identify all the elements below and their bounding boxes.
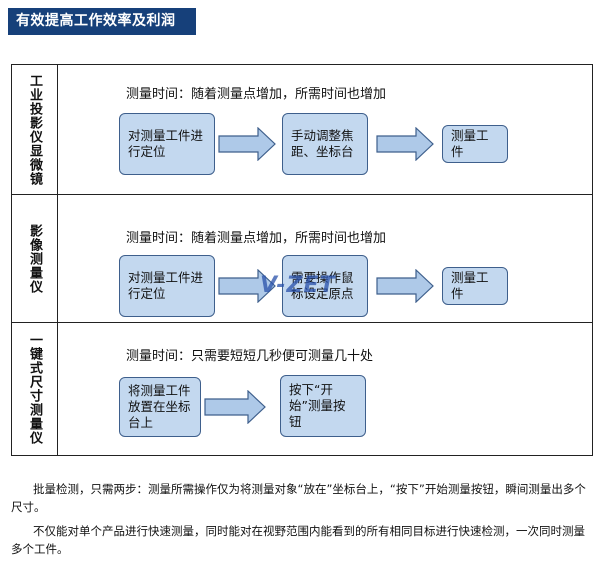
- flow-step-box: 对测量工件进行定位: [119, 255, 215, 317]
- flow-step-text: 手动调整焦距、坐标台: [291, 128, 354, 159]
- row-label: 工业投影仪显微镜: [27, 73, 42, 186]
- section-title: 有效提高工作效率及利润: [8, 8, 196, 35]
- row-industrial-projector: 工业投影仪显微镜 测量时间：随着测量点增加，所需时间也增加 对测量工件进行定位 …: [12, 65, 592, 195]
- flow-step-text: 测量工件: [451, 270, 489, 301]
- row-label: 影像测量仪: [27, 223, 42, 294]
- description-paragraph: 不仅能对单个产品进行快速测量，同时能对在视野范围内能看到的所有相同目标进行快速检…: [11, 524, 585, 556]
- row-image-measuring: 影像测量仪 测量时间：随着测量点增加，所需时间也增加 对测量工件进行定位 需要操…: [12, 195, 592, 323]
- measurement-time-desc: 测量时间：随着测量点增加，所需时间也增加: [126, 87, 387, 102]
- right-arrow-icon: [218, 269, 276, 303]
- measurement-time-desc: 测量时间：随着测量点增加，所需时间也增加: [126, 231, 387, 246]
- flow-step-text: 将测量工件放置在坐标台上: [128, 383, 191, 430]
- flow-step-text: 测量工件: [451, 128, 489, 159]
- row-label: 一键式尺寸测量仪: [27, 333, 42, 445]
- flow-step-box: 测量工件: [442, 125, 508, 163]
- flow-step-box: 对测量工件进行定位: [119, 113, 215, 175]
- flow-step-box: 手动调整焦距、坐标台: [282, 113, 368, 175]
- measurement-time-desc: 测量时间：只需要短短几秒便可测量几十处: [126, 349, 374, 364]
- right-arrow-icon: [376, 127, 434, 161]
- flow-step-text: 对测量工件进行定位: [128, 270, 204, 301]
- right-arrow-icon: [218, 127, 276, 161]
- right-arrow-icon: [204, 390, 266, 424]
- row-one-key-measuring: 一键式尺寸测量仪 测量时间：只需要短短几秒便可测量几十处 将测量工件放置在坐标台…: [12, 323, 592, 455]
- brand-watermark: V-ZET: [260, 273, 336, 298]
- right-arrow-icon: [376, 269, 434, 303]
- flow-step-box: 按下“开始”测量按钮: [280, 375, 366, 437]
- flow-step-text: 需要操作鼠标设定原点: [291, 270, 354, 301]
- row-label-cell: 一键式尺寸测量仪: [12, 323, 58, 455]
- description-paragraph: 批量检测，只需两步：测量所需操作仅为将测量对象“放在”坐标台上，“按下”开始测量…: [11, 482, 586, 514]
- flow-step-box: 测量工件: [442, 267, 508, 305]
- flow-step-text: 按下“开始”测量按钮: [289, 382, 346, 429]
- flow-step-box: 需要操作鼠标设定原点: [282, 255, 368, 317]
- comparison-table: 工业投影仪显微镜 测量时间：随着测量点增加，所需时间也增加 对测量工件进行定位 …: [11, 64, 593, 456]
- flow-step-text: 对测量工件进行定位: [128, 128, 204, 159]
- row-label-cell: 工业投影仪显微镜: [12, 65, 58, 194]
- flow-step-box: 将测量工件放置在坐标台上: [119, 377, 201, 437]
- row-label-cell: 影像测量仪: [12, 195, 58, 322]
